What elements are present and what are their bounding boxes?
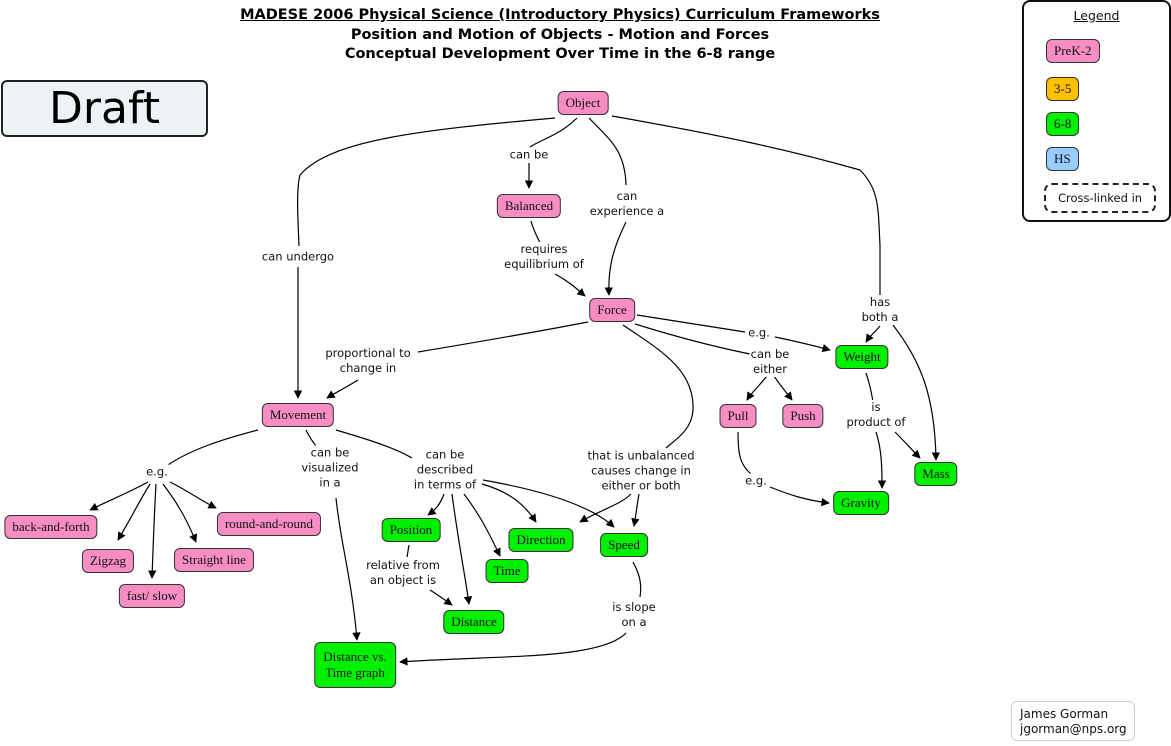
link-canbeeither-push: [773, 375, 793, 401]
link-eg-weight: [774, 336, 831, 353]
author-box: James Gorman jgorman@nps.org: [1011, 701, 1135, 741]
link-weight-isproductof: [865, 372, 874, 403]
link-pull-eg: [737, 431, 753, 476]
concept-mass[interactable]: Mass: [914, 462, 958, 486]
title-line-2: Position and Motion of Objects - Motion …: [350, 27, 770, 43]
link-phrase-can-be-visualized: can be visualized in a: [300, 445, 360, 491]
link-balanced-requires: [530, 220, 541, 244]
concept-gravity[interactable]: Gravity: [833, 491, 889, 515]
link-phrase-can-be-either: can be either: [749, 347, 791, 377]
link-object-canbe: [529, 117, 578, 148]
link-described-time: [463, 493, 501, 557]
legend-cross-linked: Cross-linked in: [1044, 183, 1156, 213]
link-object-canundergo: [297, 117, 556, 247]
concept-push[interactable]: Push: [782, 404, 824, 428]
link-phrase-that-is-unbalanced: that is unbalanced causes change in eith…: [586, 448, 696, 494]
link-requires-force: [554, 273, 586, 297]
concept-speed[interactable]: Speed: [600, 533, 648, 557]
concept-round-and-round[interactable]: round-and-round: [216, 512, 322, 536]
link-isproductof-gravity: [875, 431, 887, 489]
legend-item-prek2: PreK-2: [1046, 39, 1100, 63]
concept-pull[interactable]: Pull: [719, 404, 757, 428]
link-phrase-eg-movement: e.g.: [145, 464, 169, 480]
legend-title: Legend: [1073, 8, 1120, 23]
link-unbalanced-speed: [631, 493, 640, 527]
link-force-eg: [636, 314, 746, 333]
link-eg-backandforth: [89, 481, 149, 511]
concept-zigzag[interactable]: Zigzag: [81, 549, 135, 573]
concept-movement[interactable]: Movement: [261, 403, 335, 427]
link-phrase-is-slope-on-a: is slope on a: [611, 600, 657, 630]
link-hasboth-weight: [865, 325, 881, 343]
link-eg-fastslow: [148, 483, 157, 579]
link-isproductof-mass: [894, 431, 921, 459]
link-speed-isslope: [632, 561, 642, 598]
concept-direction[interactable]: Direction: [508, 528, 574, 552]
link-phrase-can-be: can be: [508, 147, 550, 163]
link-described-distance: [451, 493, 473, 605]
link-force-proportional: [417, 321, 589, 353]
link-described-direction: [481, 483, 537, 523]
link-phrase-requires-equilibrium: requires equilibrium of: [503, 242, 585, 272]
link-phrase-relative-from: relative from an object is: [365, 558, 441, 588]
concept-weight[interactable]: Weight: [835, 345, 889, 369]
title-line-1: MADESE 2006 Physical Science (Introducto…: [240, 7, 880, 23]
link-isslope-graph: [399, 632, 627, 666]
link-phrase-can-be-described: can be described in terms of: [412, 447, 478, 493]
legend-item-hs: HS: [1046, 147, 1079, 171]
link-visualized-graph: [335, 497, 361, 641]
link-phrase-can-experience-a: can experience a: [588, 189, 666, 219]
concept-straight-line[interactable]: Straight line: [174, 548, 254, 572]
link-eg-zigzag: [117, 483, 151, 541]
title-line-3: Conceptual Development Over Time in the …: [344, 46, 776, 62]
link-eg-gravity: [769, 486, 830, 507]
concept-position[interactable]: Position: [381, 518, 441, 542]
link-relative-distance: [429, 589, 453, 606]
concept-distance-vs-time-graph[interactable]: Distance vs. Time graph: [314, 642, 396, 688]
link-movement-eg: [167, 429, 259, 466]
concept-object[interactable]: Object: [557, 91, 609, 115]
author-email: jgorman@nps.org: [1020, 722, 1127, 736]
concept-time[interactable]: Time: [485, 559, 529, 583]
link-described-position: [427, 493, 445, 516]
link-force-canbeeither: [634, 323, 751, 355]
link-canbeeither-pull: [746, 375, 768, 401]
link-hasboth-mass: [892, 324, 941, 461]
concept-balanced[interactable]: Balanced: [496, 194, 562, 218]
concept-fast-slow[interactable]: fast/ slow: [118, 584, 186, 608]
link-proportional-movement: [326, 379, 359, 399]
link-movement-described: [335, 429, 413, 459]
concept-distance[interactable]: Distance: [443, 610, 505, 634]
link-force-unbalanced: [622, 324, 694, 449]
draft-label: Draft: [1, 80, 208, 137]
link-phrase-proportional-to: proportional to change in: [324, 346, 412, 376]
concept-force[interactable]: Force: [589, 298, 635, 322]
link-phrase-eg-weight: e.g.: [747, 325, 771, 341]
link-described-speed: [482, 479, 615, 528]
concept-back-and-forth[interactable]: back-and-forth: [4, 515, 98, 539]
link-object-canexperience: [588, 117, 627, 186]
link-position-relative: [406, 544, 410, 558]
author-name: James Gorman: [1020, 707, 1109, 721]
legend-item-6-8: 6-8: [1046, 112, 1080, 136]
legend: Legend PreK-2 3-5 6-8 HS Cross-linked in: [1022, 0, 1171, 222]
link-phrase-can-undergo: can undergo: [260, 249, 336, 265]
legend-item-3-5: 3-5: [1046, 77, 1080, 101]
link-eg-roundandround: [169, 481, 217, 509]
link-object-hasboth: [611, 115, 881, 295]
link-phrase-eg-gravity: e.g.: [744, 473, 768, 489]
link-phrase-has-both-a: has both a: [860, 295, 900, 325]
link-eg-straightline: [162, 483, 198, 543]
link-canexperience-force: [604, 221, 627, 296]
link-phrase-is-product-of: is product of: [845, 400, 907, 430]
link-unbalanced-direction: [579, 493, 632, 523]
